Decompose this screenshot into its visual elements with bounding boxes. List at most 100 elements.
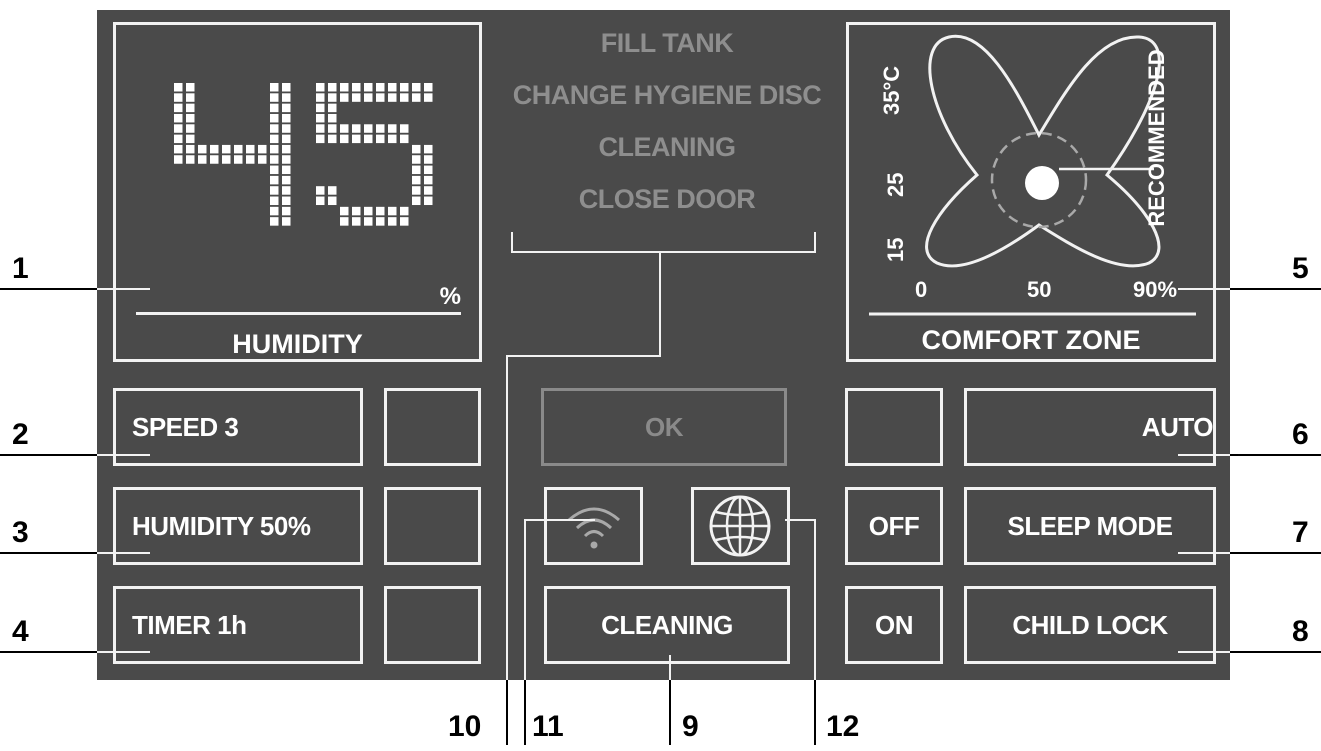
- callout-7: 7: [1292, 516, 1309, 549]
- humidity-digit-dot: [400, 134, 409, 144]
- wifi-button[interactable]: [544, 487, 643, 565]
- wifi-icon: [568, 507, 620, 549]
- humidity-digit-dot: [186, 83, 195, 92]
- comfort-xtick-50: 50: [1027, 277, 1052, 302]
- humidity-digit-dot: [282, 93, 291, 102]
- humidity-label: HUMIDITY: [232, 329, 363, 359]
- humidity-digit-dot: [316, 113, 325, 123]
- humidity-digit-dot: [328, 134, 337, 144]
- child-lock-button[interactable]: CHILD LOCK: [964, 586, 1216, 664]
- humidity-digit-dot: [258, 155, 267, 164]
- humidity-digit-dot: [328, 196, 337, 206]
- humidity-digit-dot: [270, 186, 279, 195]
- humidity-digit-dot: [412, 186, 421, 195]
- humidity-digit-dot: [400, 93, 409, 102]
- humidity-digit-dot: [186, 144, 195, 154]
- humidity-digit-dot: [388, 217, 397, 226]
- callout-1: 1: [12, 252, 29, 285]
- humidity-digit-dot: [270, 165, 279, 175]
- humidity-digit-dot: [282, 113, 291, 123]
- humidity-digit-dot: [352, 124, 361, 133]
- humidity-digit-dot: [412, 196, 421, 206]
- timer-indicator: [384, 586, 481, 664]
- humidity-digit-dot: [282, 144, 291, 154]
- humidity-digit-dot: [424, 83, 433, 92]
- humidity-digit-dot: [174, 103, 183, 113]
- comfort-ytick-35: 35°C: [879, 65, 904, 115]
- humidity-digit-dot: [340, 124, 349, 133]
- humidity-digit-dot: [424, 175, 433, 185]
- humidity-digit-dot: [282, 155, 291, 164]
- on-button[interactable]: ON: [845, 586, 943, 664]
- humidity-digit-dot: [328, 124, 337, 133]
- humidity-digit-dot: [282, 134, 291, 144]
- humidity-digit-dot: [282, 165, 291, 175]
- humidity-digit-dot: [376, 83, 385, 92]
- humidity-digit-dot: [282, 83, 291, 92]
- humidity-digit-dot: [376, 93, 385, 102]
- humidity-digit-dot: [352, 93, 361, 102]
- callout-2: 2: [12, 418, 29, 451]
- callout-5: 5: [1292, 252, 1309, 285]
- humidity-digit-dot: [340, 217, 349, 226]
- message-area: FILL TANK CHANGE HYGIENE DISC CLEANING C…: [497, 20, 837, 250]
- humidity-digit-dot: [376, 134, 385, 144]
- message-change-hygiene-disc: CHANGE HYGIENE DISC: [512, 80, 822, 110]
- humidity-digit-dot: [376, 124, 385, 133]
- timer-button[interactable]: TIMER 1h: [113, 586, 363, 664]
- humidity-digit-dot: [174, 155, 183, 164]
- humidity-digit-dot: [186, 103, 195, 113]
- humidity-digit-dot: [352, 83, 361, 92]
- humidity-digit-dot: [316, 186, 325, 195]
- humidity-digit-dot: [328, 103, 337, 113]
- callout-10: 10: [448, 710, 482, 743]
- message-cleaning: CLEANING: [598, 132, 737, 162]
- humidity-digit-dot: [174, 83, 183, 92]
- humidity-digit-dot: [364, 124, 373, 133]
- humidity-digits: [174, 83, 433, 226]
- humidity-digit-dot: [258, 144, 267, 154]
- humidity-digit-dot: [424, 186, 433, 195]
- auto-button[interactable]: AUTOOF: [964, 388, 1216, 466]
- humidity-digit-dot: [270, 124, 279, 133]
- humidity-digit-dot: [270, 175, 279, 185]
- humidity-digit-dot: [340, 206, 349, 216]
- humidity-digit-dot: [282, 175, 291, 185]
- globe-button[interactable]: [691, 487, 790, 565]
- humidity-digit-dot: [234, 155, 243, 164]
- humidity-digit-dot: [328, 113, 337, 123]
- off-button[interactable]: OFF: [845, 487, 943, 565]
- humidity-digit-dot: [282, 186, 291, 195]
- humidity-digit-dot: [412, 165, 421, 175]
- humidity-digit-dot: [186, 124, 195, 133]
- humidity-digit-dot: [412, 155, 421, 164]
- sleep-mode-button[interactable]: SLEEP MODE: [964, 487, 1216, 565]
- humidity-digit-dot: [270, 83, 279, 92]
- humidity-digit-dot: [376, 206, 385, 216]
- humidity-digit-dot: [174, 144, 183, 154]
- humidity-digit-dot: [316, 196, 325, 206]
- humidity-digit-dot: [424, 165, 433, 175]
- humidity-digit-dot: [328, 186, 337, 195]
- humidity-digit-dot: [400, 217, 409, 226]
- speed-button[interactable]: SPEED 3: [113, 388, 363, 466]
- humidity-digit-dot: [424, 144, 433, 154]
- humidity-set-button[interactable]: HUMIDITY 50%: [113, 487, 363, 565]
- humidity-digit-dot: [388, 83, 397, 92]
- comfort-xtick-90: 90%: [1133, 277, 1178, 302]
- humidity-digit-dot: [412, 144, 421, 154]
- humidity-digit-dot: [210, 144, 219, 154]
- comfort-recommended-ring: [990, 131, 1088, 229]
- humidity-digit-dot: [316, 93, 325, 102]
- humidity-digit-dot: [246, 144, 255, 154]
- ok-button[interactable]: OK: [541, 388, 787, 466]
- humidity-digit-dot: [388, 124, 397, 133]
- humidity-digit-dot: [198, 144, 207, 154]
- humidity-digit-dot: [352, 206, 361, 216]
- cleaning-button[interactable]: CLEANING: [544, 586, 790, 664]
- humidity-digit-dot: [340, 134, 349, 144]
- humidity-digit-dot: [270, 93, 279, 102]
- comfort-zone-chart: [869, 34, 1196, 316]
- humidity-digit-dot: [352, 134, 361, 144]
- humidity-digit-dot: [364, 134, 373, 144]
